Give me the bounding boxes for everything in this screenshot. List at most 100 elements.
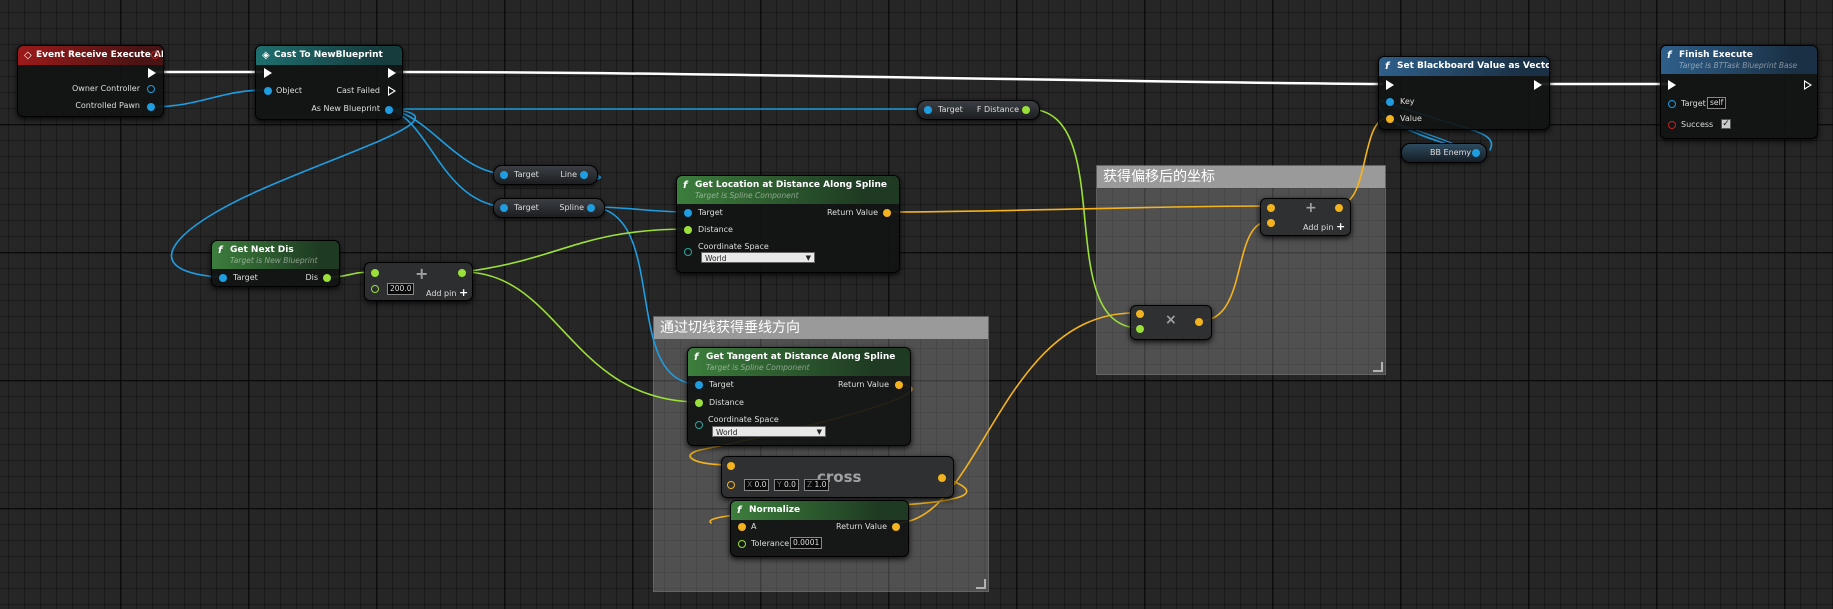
return-value-pin[interactable]: [895, 381, 903, 389]
exec-out-pin[interactable]: [1534, 80, 1542, 90]
value-field[interactable]: 200.0: [387, 283, 415, 295]
exec-in-pin[interactable]: [1386, 80, 1394, 90]
exec-out-pin[interactable]: [1804, 80, 1812, 90]
pin-label: Target: [698, 208, 723, 217]
target-pin[interactable]: [219, 274, 227, 282]
exec-in-pin[interactable]: [1668, 80, 1676, 90]
variable-name: Line: [560, 170, 577, 179]
get-location-at-distance-node[interactable]: f Get Location at Distance Along Spline …: [676, 175, 900, 273]
input-b-pin[interactable]: [371, 285, 379, 293]
target-pin[interactable]: [684, 209, 692, 217]
add-vector-node[interactable]: + Add pin +: [1260, 198, 1351, 236]
node-header[interactable]: f Normalize: [731, 501, 908, 520]
event-delegate-pin[interactable]: [151, 51, 159, 59]
output-pin[interactable]: [458, 269, 466, 277]
node-header[interactable]: ◈ Cast To NewBlueprint: [256, 46, 402, 65]
coordinate-space-pin[interactable]: [695, 421, 703, 429]
pin-label: Dis: [305, 273, 318, 282]
y-field[interactable]: Y 0.0: [774, 479, 799, 491]
cast-failed-exec-pin[interactable]: [388, 86, 396, 96]
node-header[interactable]: f Get Tangent at Distance Along Spline T…: [688, 348, 910, 376]
get-tangent-at-distance-node[interactable]: f Get Tangent at Distance Along Spline T…: [687, 347, 911, 446]
spline-output-pin[interactable]: [587, 204, 595, 212]
object-wire: [170, 108, 417, 278]
a-pin[interactable]: [738, 523, 746, 531]
fdistance-variable-node[interactable]: Target F Distance: [917, 100, 1040, 120]
bb-enemy-variable-node[interactable]: BB Enemy: [1401, 143, 1487, 163]
line-variable-node[interactable]: Target Line: [493, 165, 598, 185]
resize-handle[interactable]: [976, 579, 986, 589]
add-pin-button[interactable]: Add pin +: [426, 286, 468, 299]
node-header[interactable]: ◇ Event Receive Execute AI: [18, 46, 163, 65]
coordinate-space-pin[interactable]: [684, 248, 692, 256]
bb-enemy-output-pin[interactable]: [1472, 149, 1480, 157]
normalize-node[interactable]: f Normalize A Return Value Tolerance 0.0…: [730, 500, 909, 557]
input-b-pin[interactable]: [1267, 219, 1275, 227]
value-pin[interactable]: [1386, 115, 1394, 123]
node-header[interactable]: f Get Next Dis Target is New Blueprint: [212, 241, 339, 269]
input-b-pin[interactable]: [727, 481, 735, 489]
coordinate-space-dropdown[interactable]: World ▼: [712, 426, 826, 437]
target-pin[interactable]: [695, 381, 703, 389]
pin-label: A: [751, 522, 757, 531]
line-output-pin[interactable]: [580, 171, 588, 179]
output-pin[interactable]: [1195, 318, 1203, 326]
target-pin[interactable]: [500, 171, 508, 179]
return-value-pin[interactable]: [883, 209, 891, 217]
return-value-pin[interactable]: [892, 523, 900, 531]
exec-out-pin[interactable]: [388, 68, 396, 78]
as-new-blueprint-pin[interactable]: [385, 106, 393, 114]
node-subtitle: Target is Spline Component: [706, 363, 810, 372]
variable-name: F Distance: [976, 105, 1019, 114]
y-value: 0.0: [783, 480, 796, 489]
vector-wire: [887, 205, 1271, 213]
distance-pin[interactable]: [695, 399, 703, 407]
event-receive-execute-ai-node[interactable]: ◇ Event Receive Execute AI Owner Control…: [17, 45, 164, 117]
input-a-pin[interactable]: [1136, 310, 1144, 318]
add-float-node[interactable]: 200.0 + Add pin +: [364, 262, 473, 301]
cast-to-newblueprint-node[interactable]: ◈ Cast To NewBlueprint Object Cast Faile…: [255, 45, 403, 120]
output-pin[interactable]: [1335, 204, 1343, 212]
node-header[interactable]: f Finish Execute Target is BTTask Bluepr…: [1661, 46, 1817, 74]
input-a-pin[interactable]: [1267, 204, 1275, 212]
set-blackboard-value-as-vector-node[interactable]: f Set Blackboard Value as Vector Key Val…: [1378, 56, 1550, 130]
success-pin[interactable]: [1668, 121, 1676, 129]
exec-in-pin[interactable]: [264, 68, 272, 78]
fdistance-output-pin[interactable]: [1022, 106, 1030, 114]
get-next-dis-node[interactable]: f Get Next Dis Target is New Blueprint T…: [211, 240, 340, 287]
key-pin[interactable]: [1386, 98, 1394, 106]
z-field[interactable]: Z 1.0: [804, 479, 830, 491]
multiply-vector-float-node[interactable]: ×: [1130, 305, 1212, 340]
coordinate-space-dropdown[interactable]: World ▼: [701, 252, 815, 263]
distance-pin[interactable]: [684, 226, 692, 234]
owner-controller-pin[interactable]: [147, 85, 155, 93]
input-a-pin[interactable]: [727, 462, 735, 470]
node-header[interactable]: f Get Location at Distance Along Spline …: [677, 176, 899, 204]
x-field[interactable]: X 0.0: [744, 479, 770, 491]
pin-label: Target: [514, 170, 539, 179]
input-b-pin[interactable]: [1136, 325, 1144, 333]
success-checkbox[interactable]: ✓: [1721, 119, 1731, 129]
target-pin[interactable]: [924, 106, 932, 114]
node-title: Normalize: [749, 505, 801, 515]
cross-product-node[interactable]: cross X 0.0 Y 0.0 Z 1.0: [721, 456, 954, 498]
node-header[interactable]: f Set Blackboard Value as Vector: [1379, 57, 1549, 76]
dis-pin[interactable]: [323, 274, 331, 282]
controlled-pawn-pin[interactable]: [147, 103, 155, 111]
resize-handle[interactable]: [1373, 362, 1383, 372]
add-symbol: +: [415, 264, 429, 283]
add-pin-button[interactable]: Add pin +: [1303, 220, 1345, 233]
target-pin[interactable]: [500, 204, 508, 212]
tolerance-pin[interactable]: [738, 540, 746, 548]
exec-out-pin[interactable]: [148, 68, 156, 78]
finish-execute-node[interactable]: f Finish Execute Target is BTTask Bluepr…: [1660, 45, 1818, 139]
object-pin[interactable]: [264, 87, 272, 95]
y-label: Y: [777, 480, 782, 489]
output-pin[interactable]: [938, 474, 946, 482]
target-field[interactable]: self: [1707, 97, 1727, 109]
input-a-pin[interactable]: [371, 269, 379, 277]
tolerance-field[interactable]: 0.0001: [790, 537, 823, 549]
spline-variable-node[interactable]: Target Spline: [493, 198, 605, 218]
target-pin[interactable]: [1668, 100, 1676, 108]
